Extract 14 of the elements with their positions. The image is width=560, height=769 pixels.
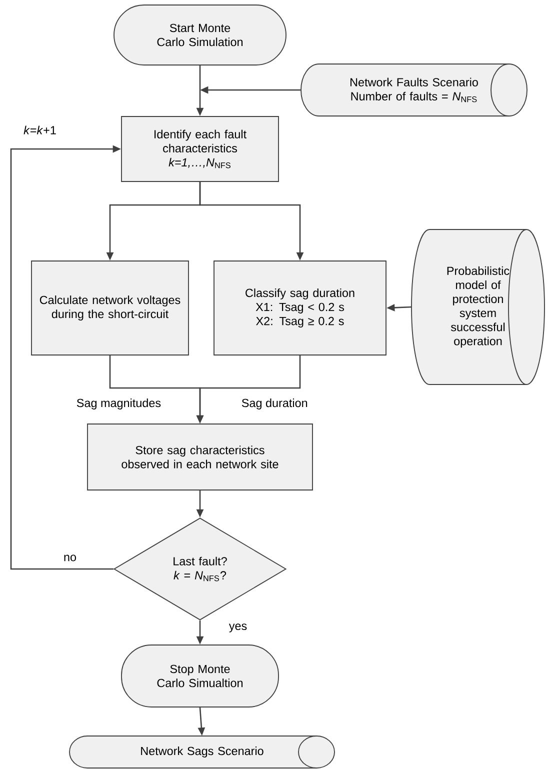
process-box: Store sag characteristics observed in each network site: [87, 424, 313, 490]
data-cylinder: Probabilistic model of protection system successful operation: [411, 229, 545, 385]
data-cylinder: Network Sags Scenario: [69, 736, 335, 768]
stop-terminal: Stop Monte Carlo Simualtion: [121, 644, 279, 708]
loop-label: k=k+1: [22, 124, 58, 136]
data-cylinder: Network Faults Scenario Number of faults = N$_{NFS}$: [300, 64, 528, 116]
edge-label: yes: [228, 622, 248, 634]
edge-label: Sag magnitudes: [75, 397, 162, 411]
process-box: Identify each fault characteristics k=1,…,N$_{NFS}$: [121, 116, 279, 182]
process-box: Calculate network voltages during the short-circuit: [31, 260, 189, 356]
process-box: Classify sag duration X1: Tsag < 0.2 s X2: Tsag ≥ 0.2 s: [214, 260, 386, 356]
edge-label: no: [62, 554, 78, 562]
edge-label: Sag duration: [240, 397, 310, 411]
start-terminal: Start Monte Carlo Simulation: [114, 4, 286, 66]
